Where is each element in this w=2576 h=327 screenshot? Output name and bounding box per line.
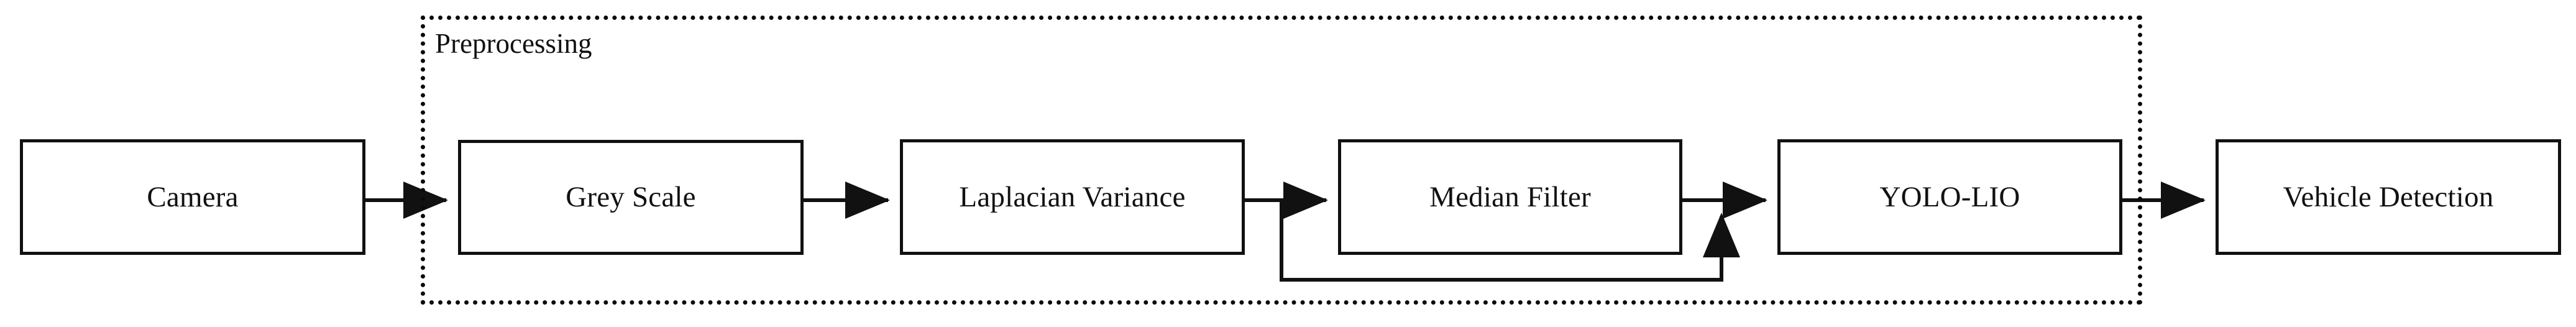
- preprocessing-group-label: Preprocessing: [435, 28, 592, 59]
- node-median-filter[interactable]: Median Filter: [1338, 139, 1682, 255]
- node-vehicle-detection[interactable]: Vehicle Detection: [2216, 139, 2561, 255]
- node-camera[interactable]: Camera: [20, 139, 365, 255]
- node-camera-label: Camera: [147, 180, 239, 213]
- node-grey-scale[interactable]: Grey Scale: [458, 140, 804, 255]
- node-yolo-lio[interactable]: YOLO-LIO: [1777, 139, 2122, 255]
- node-grey-scale-label: Grey Scale: [566, 181, 696, 213]
- node-laplacian-variance[interactable]: Laplacian Variance: [900, 139, 1245, 255]
- node-vehicle-detection-label: Vehicle Detection: [2283, 180, 2494, 213]
- node-laplacian-variance-label: Laplacian Variance: [959, 180, 1186, 213]
- node-yolo-lio-label: YOLO-LIO: [1879, 180, 2020, 213]
- node-median-filter-label: Median Filter: [1429, 180, 1591, 213]
- edge-laplacian-bypass-to-yolo-lio: [1280, 200, 1740, 282]
